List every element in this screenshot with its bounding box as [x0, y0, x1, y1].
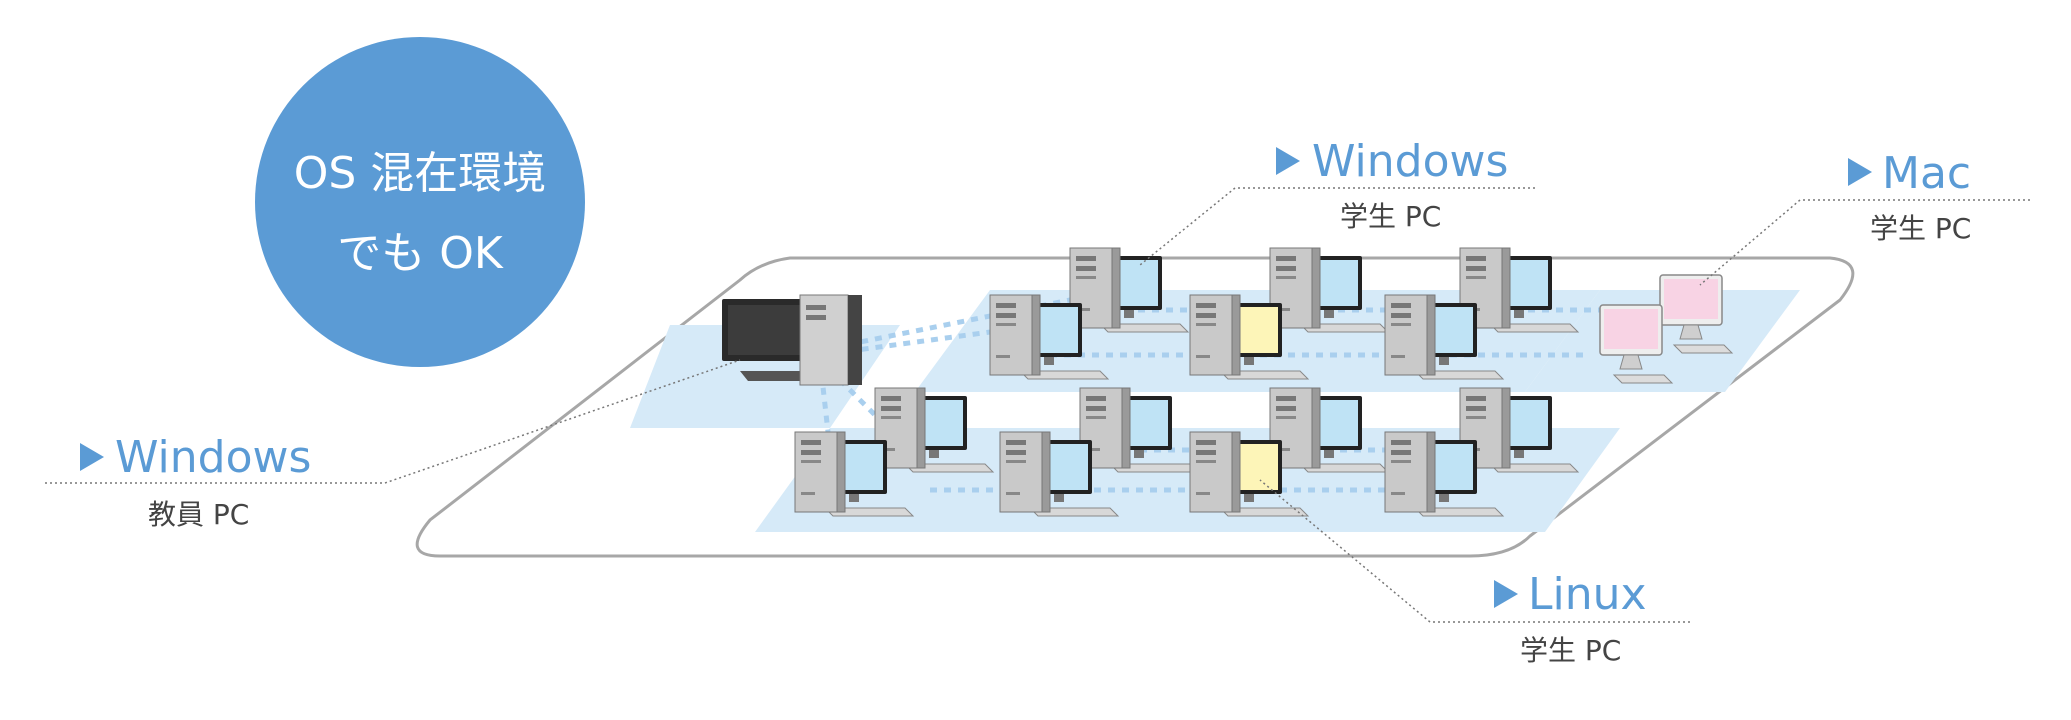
linux-role-label: 学生 PC: [1520, 634, 1621, 667]
windows-os-label: Windows: [1312, 136, 1508, 187]
triangle-icon: [80, 443, 104, 471]
mac-role-label: 学生 PC: [1870, 212, 1971, 245]
callout-windows-students: Windows 学生 PC: [1276, 136, 1508, 233]
classroom-platform: [415, 256, 1855, 558]
callout-mac-students: Mac 学生 PC: [1848, 148, 1971, 245]
mac-os-label: Mac: [1882, 148, 1971, 199]
teacher-os-label: Windows: [115, 432, 311, 483]
badge-line2: でも OK: [337, 228, 504, 279]
windows-role-label: 学生 PC: [1340, 200, 1441, 233]
callout-teacher: Windows 教員 PC: [80, 432, 311, 531]
callout-linux-students: Linux 学生 PC: [1494, 569, 1647, 667]
triangle-icon: [1848, 158, 1872, 186]
teacher-role-label: 教員 PC: [148, 498, 249, 531]
badge-line1: OS 混在環境: [294, 148, 547, 199]
leader-lines: [45, 187, 2030, 623]
teacher-pc: [722, 294, 862, 386]
triangle-icon: [1276, 147, 1300, 175]
triangle-icon: [1494, 580, 1518, 608]
linux-os-label: Linux: [1528, 569, 1647, 620]
os-badge: OS 混在環境 でも OK: [255, 37, 585, 367]
